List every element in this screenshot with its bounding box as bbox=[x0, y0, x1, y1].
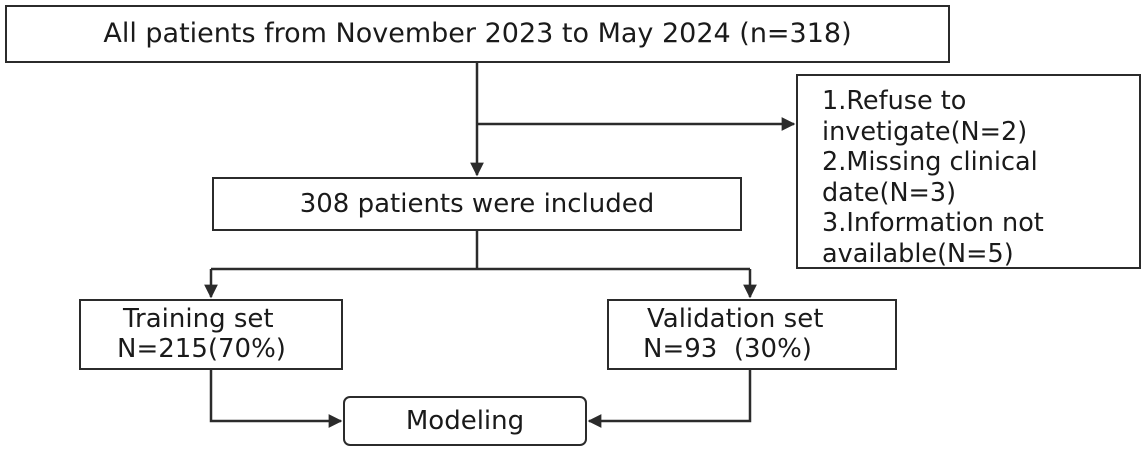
exclusion-line: 3.Information not bbox=[822, 208, 1044, 238]
validation-set-box: Validation set N=93 (30%) bbox=[607, 299, 897, 370]
validation-set-count: N=93 (30%) bbox=[643, 334, 812, 364]
validation-set-title: Validation set bbox=[647, 304, 824, 334]
exclusion-line: available(N=5) bbox=[822, 238, 1014, 269]
included-patients-label: 308 patients were included bbox=[299, 189, 655, 219]
modeling-box: Modeling bbox=[343, 396, 587, 446]
arrow-training-to-modeling bbox=[209, 370, 343, 428]
all-patients-label: All patients from November 2023 to May 2… bbox=[103, 18, 852, 49]
exclusion-criteria-box: 1.Refuse to invetigate(N=2) 2.Missing cl… bbox=[796, 74, 1141, 269]
exclusion-line: 1.Refuse to bbox=[822, 86, 967, 116]
training-set-box: Training set N=215(70%) bbox=[79, 299, 343, 370]
exclusion-line: 2.Missing clinical bbox=[822, 147, 1038, 177]
included-patients-box: 308 patients were included bbox=[212, 177, 742, 231]
training-set-title: Training set bbox=[123, 304, 274, 334]
all-patients-box: All patients from November 2023 to May 2… bbox=[5, 5, 950, 63]
exclusion-line: date(N=3) bbox=[822, 177, 957, 208]
modeling-label: Modeling bbox=[405, 406, 525, 436]
training-set-count: N=215(70%) bbox=[117, 334, 286, 364]
arrow-validation-to-modeling bbox=[587, 370, 752, 428]
exclusion-line: invetigate(N=2) bbox=[822, 116, 1028, 147]
